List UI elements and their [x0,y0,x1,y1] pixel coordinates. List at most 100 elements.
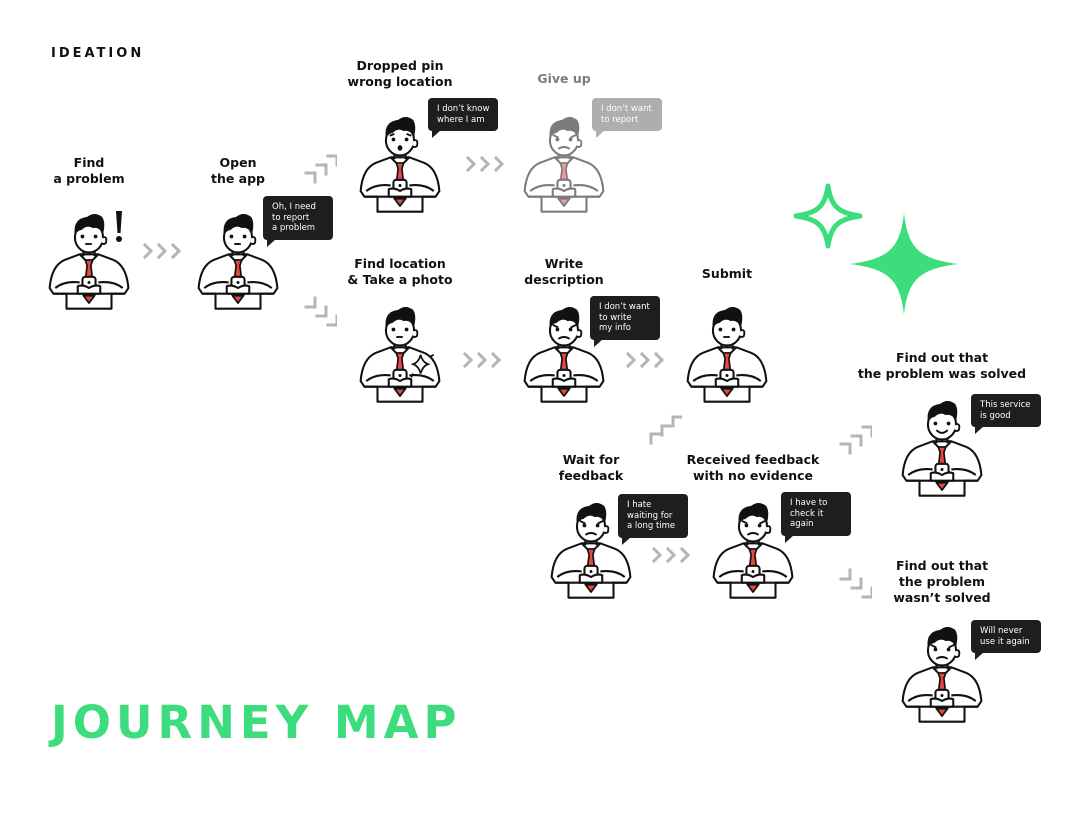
arrow-right-icon [142,242,182,260]
step-label-line: Give up [537,71,591,86]
step-label-line: Wait for [562,452,620,467]
speech-bubble-tail [622,536,631,545]
step-label-line: & Take a photo [347,272,453,287]
step-label-line: Submit [701,266,753,281]
angry-person-icon [519,300,609,404]
step-label-line: the problem was solved [857,366,1027,381]
speech-bubble-line: is good [980,410,1011,421]
speech-bubble-line: I hate [627,500,652,510]
arrow-down-right-icon [304,296,337,327]
exclamation-icon [114,209,124,248]
step-submit: Submit [682,266,772,416]
speech-bubble-line: a problem [272,223,316,233]
step-label-line: Find [73,155,105,170]
step-label-line: with no evidence [692,468,814,483]
arrow-up-right-icon [304,154,337,184]
speech-bubble-tail [432,130,441,138]
step-label-line: Dropped pin [356,58,444,73]
arrow-right-icon [651,546,691,564]
step-label-line: feedback [558,468,624,483]
neutral-person-icon [355,300,445,404]
arrow-down-left-icon [649,415,682,445]
speech-bubble-tail [267,238,276,247]
angry-person-icon [897,620,987,724]
neutral-person-icon [682,300,772,404]
step-label-line: Received feedback [686,452,820,467]
step-label-line: the app [210,171,266,186]
neutral-person-icon [44,207,134,311]
speech-bubble-line: use it again [980,636,1030,647]
speech-bubble-line: waiting for [627,510,673,521]
step-label-line: description [524,272,604,287]
section-eyebrow: IDEATION [51,46,145,61]
happy-person-icon [897,394,987,498]
speech-bubble-line: a long time [627,521,676,531]
speech-bubble-tail [785,534,794,543]
step-label-line: a problem [53,171,125,186]
speech-bubble-line: again [790,519,814,529]
angry-person-icon [519,110,609,214]
speech-bubble-line: I have to [790,498,828,508]
step-label-line: Write [544,256,584,271]
step-label-line: Find out that [895,558,989,573]
step-label: Give up [474,71,654,87]
speech-bubble-tail [596,130,605,138]
arrow-down-right-icon [839,568,872,599]
arrow-up-right-icon [839,425,872,455]
step-label-line: the problem [898,574,986,589]
step-label-line: Find out that [895,350,989,365]
angry-person-icon [546,496,636,600]
step-label-line: wrong location [347,74,453,89]
sparkle-filled-icon [850,213,958,315]
step-label: Submit [637,266,817,282]
step-label-line: wasn’t solved [893,590,991,605]
arrow-right-icon [465,155,505,173]
worried-person-icon [355,110,445,214]
sparkle-outline-icon [793,183,863,249]
neutral-person-icon [193,207,283,311]
speech-bubble-tail [594,338,603,347]
speech-bubble-line: to report [272,212,310,223]
speech-bubble-line: where I am [437,114,485,125]
speech-bubble-tail [975,426,984,434]
speech-bubble-line: check it [790,508,824,519]
speech-bubble-line: This service [980,400,1031,410]
step-label: Find location& Take a photo [310,256,490,288]
speech-bubble-line: I don’t want [599,302,650,312]
speech-bubble-line: to report [601,114,639,125]
speech-bubble-line: Will never [980,626,1023,636]
step-label-line: Open [219,155,257,170]
page-title: JOURNEY MAP [51,696,462,749]
angry-person-icon [708,496,798,600]
step-label-line: Find location [354,256,446,271]
step-find-location: Find location& Take a photo [347,256,453,406]
speech-bubble-line: my info [599,323,631,333]
speech-bubble-line: I don’t know [437,104,490,114]
speech-bubble-line: to write [599,312,632,323]
speech-bubble-line: I don’t want [601,104,652,114]
